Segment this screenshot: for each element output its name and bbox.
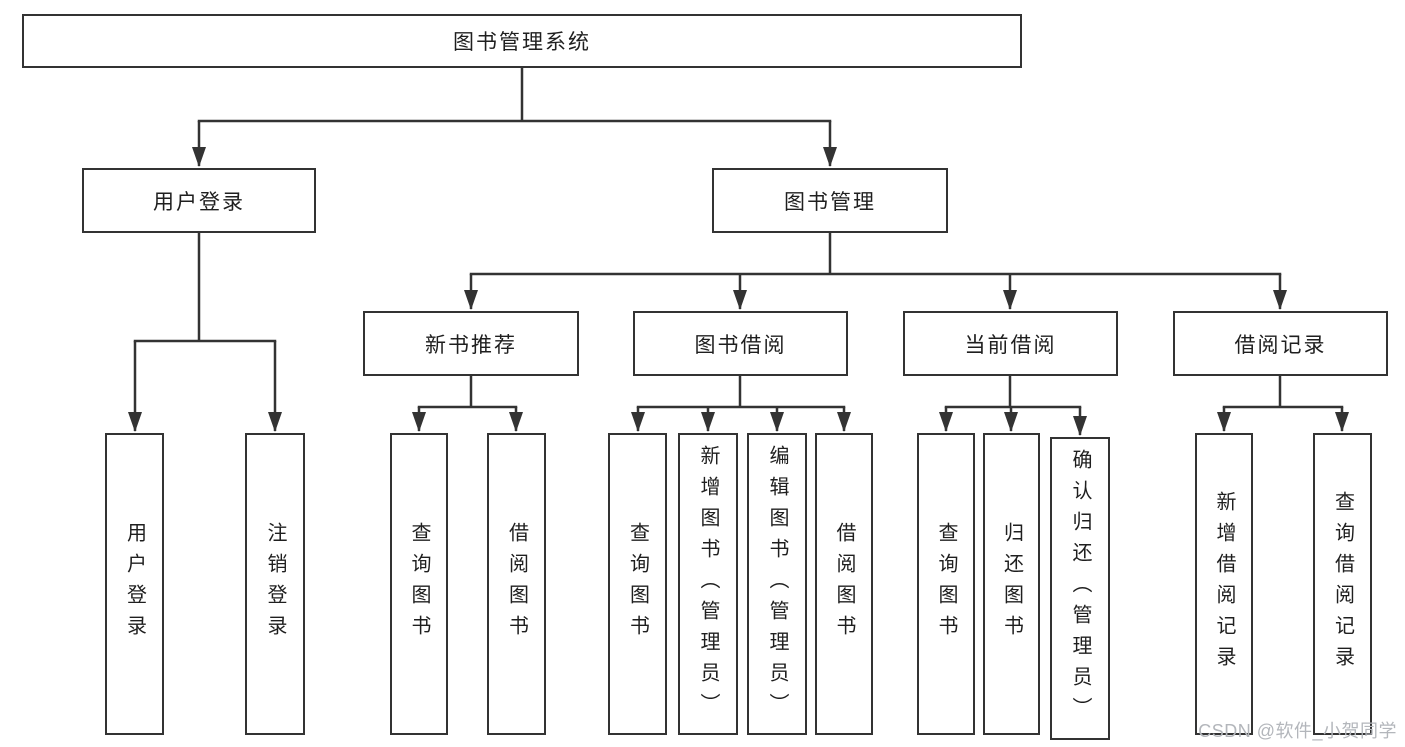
leaf-user-login: 用户登录 xyxy=(105,433,164,735)
node-current-borrowing: 当前借阅 xyxy=(903,311,1118,376)
node-borrowing-records: 借阅记录 xyxy=(1173,311,1388,376)
leaf-return-books: 归还图书 xyxy=(983,433,1040,735)
node-book-management: 图书管理 xyxy=(712,168,948,233)
node-user-login: 用户登录 xyxy=(82,168,316,233)
leaf-query-books-current: 查询图书 xyxy=(917,433,975,735)
leaf-add-books-admin: 新增图书（管理员） xyxy=(678,433,738,735)
leaf-query-books-recommend: 查询图书 xyxy=(390,433,448,735)
leaf-borrow-books-borrowing: 借阅图书 xyxy=(815,433,873,735)
leaf-edit-books-admin: 编辑图书（管理员） xyxy=(747,433,807,735)
leaf-logout-login: 注销登录 xyxy=(245,433,305,735)
leaf-query-books-borrowing: 查询图书 xyxy=(608,433,667,735)
leaf-borrow-books-recommend: 借阅图书 xyxy=(487,433,546,735)
leaf-confirm-return-admin: 确认归还（管理员） xyxy=(1050,437,1110,740)
watermark-text: CSDN @软件_小贺同学 xyxy=(1198,721,1397,741)
node-book-borrowing: 图书借阅 xyxy=(633,311,848,376)
node-new-book-recommendation: 新书推荐 xyxy=(363,311,579,376)
node-library-system: 图书管理系统 xyxy=(22,14,1022,68)
leaf-query-borrow-record: 查询借阅记录 xyxy=(1313,433,1372,735)
leaf-add-borrow-record: 新增借阅记录 xyxy=(1195,433,1253,735)
